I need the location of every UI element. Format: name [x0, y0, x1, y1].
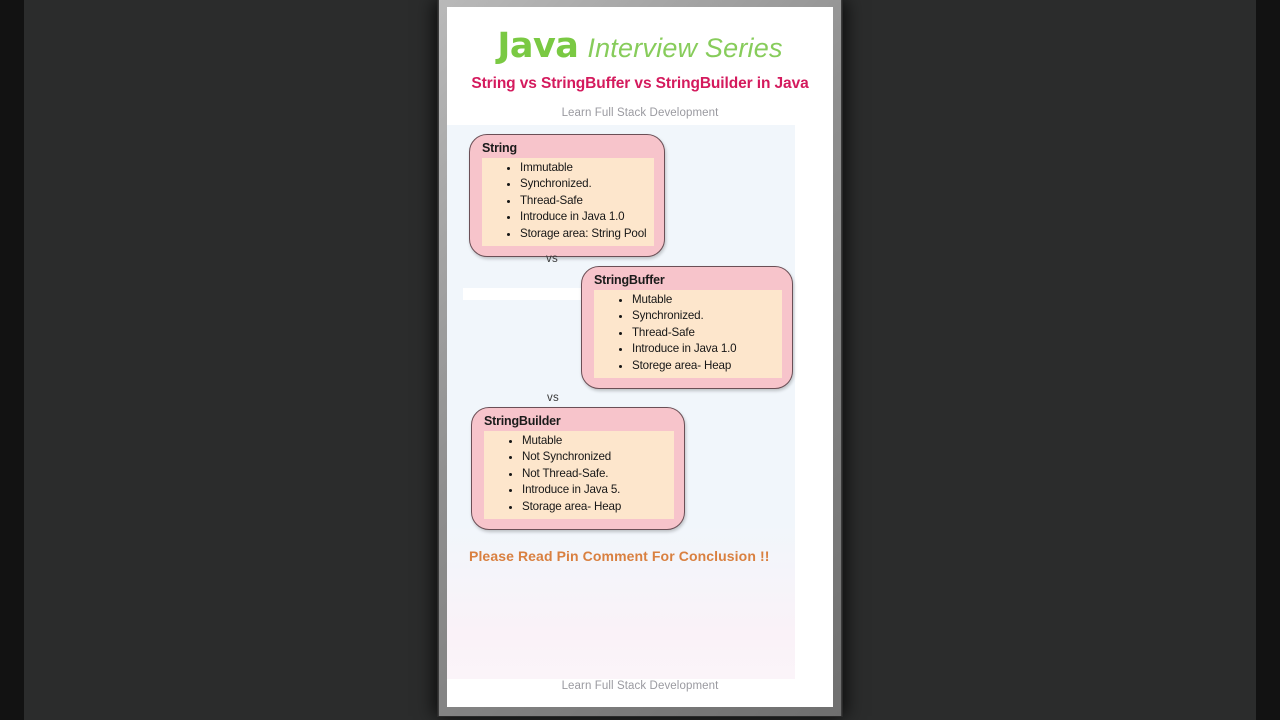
list-item: Mutable [632, 292, 774, 308]
title-line: Java Interview Series [447, 29, 833, 64]
card-stringbuilder: StringBuilder Mutable Not Synchronized N… [471, 407, 685, 531]
card-stringbuffer-list: Mutable Synchronized. Thread-Safe Introd… [602, 292, 774, 374]
background-rail-left [0, 0, 24, 720]
list-item: Introduce in Java 1.0 [520, 209, 646, 225]
list-item: Storege area- Heap [632, 358, 774, 374]
card-stringbuilder-list: Mutable Not Synchronized Not Thread-Safe… [492, 433, 666, 515]
pin-comment-note: Please Read Pin Comment For Conclusion !… [469, 548, 770, 564]
slide: Java Interview Series String vs StringBuf… [447, 7, 833, 707]
card-string-body: Immutable Synchronized. Thread-Safe Intr… [482, 158, 654, 247]
card-stringbuffer-body: Mutable Synchronized. Thread-Safe Introd… [594, 290, 782, 379]
background-rail-right [1256, 0, 1280, 720]
list-item: Mutable [522, 433, 666, 449]
brand-line-top: Learn Full Stack Development [561, 107, 719, 119]
list-item: Thread-Safe [632, 325, 774, 341]
card-stringbuilder-body: Mutable Not Synchronized Not Thread-Safe… [484, 431, 674, 520]
card-string-list: Immutable Synchronized. Thread-Safe Intr… [490, 160, 647, 242]
list-item: Introduce in Java 1.0 [632, 341, 774, 357]
video-player-frame: Java Interview Series String vs StringBuf… [438, 0, 842, 716]
page-subtitle: String vs StringBuffer vs StringBuilder … [471, 75, 809, 92]
page-title-series: Interview Series [587, 33, 783, 63]
card-stringbuffer-title: StringBuffer [594, 273, 665, 287]
brand-line-bottom: Learn Full Stack Development [561, 680, 719, 692]
card-stringbuffer: StringBuffer Mutable Synchronized. Threa… [581, 266, 793, 390]
list-item: Thread-Safe [520, 193, 646, 209]
vs-separator-1: vs [546, 253, 558, 265]
list-item: Introduce in Java 5. [522, 482, 666, 498]
slide-header: Java Interview Series String vs StringBuf… [447, 7, 833, 120]
list-item: Not Thread-Safe. [522, 466, 666, 482]
vs-separator-2: vs [547, 392, 559, 404]
card-string-title: String [482, 141, 517, 155]
list-item: Storage area: String Pool [520, 226, 647, 242]
list-item: Storage area- Heap [522, 499, 666, 515]
list-item: Synchronized. [632, 308, 774, 324]
page-title-java: Java [497, 26, 579, 66]
list-item: Not Synchronized [522, 449, 666, 465]
list-item: Immutable [520, 160, 646, 176]
video-viewport: Java Interview Series String vs StringBuf… [447, 7, 833, 707]
card-stringbuilder-title: StringBuilder [484, 414, 561, 428]
list-item: Synchronized. [520, 176, 646, 192]
card-string: String Immutable Synchronized. Thread-Sa… [469, 134, 665, 258]
